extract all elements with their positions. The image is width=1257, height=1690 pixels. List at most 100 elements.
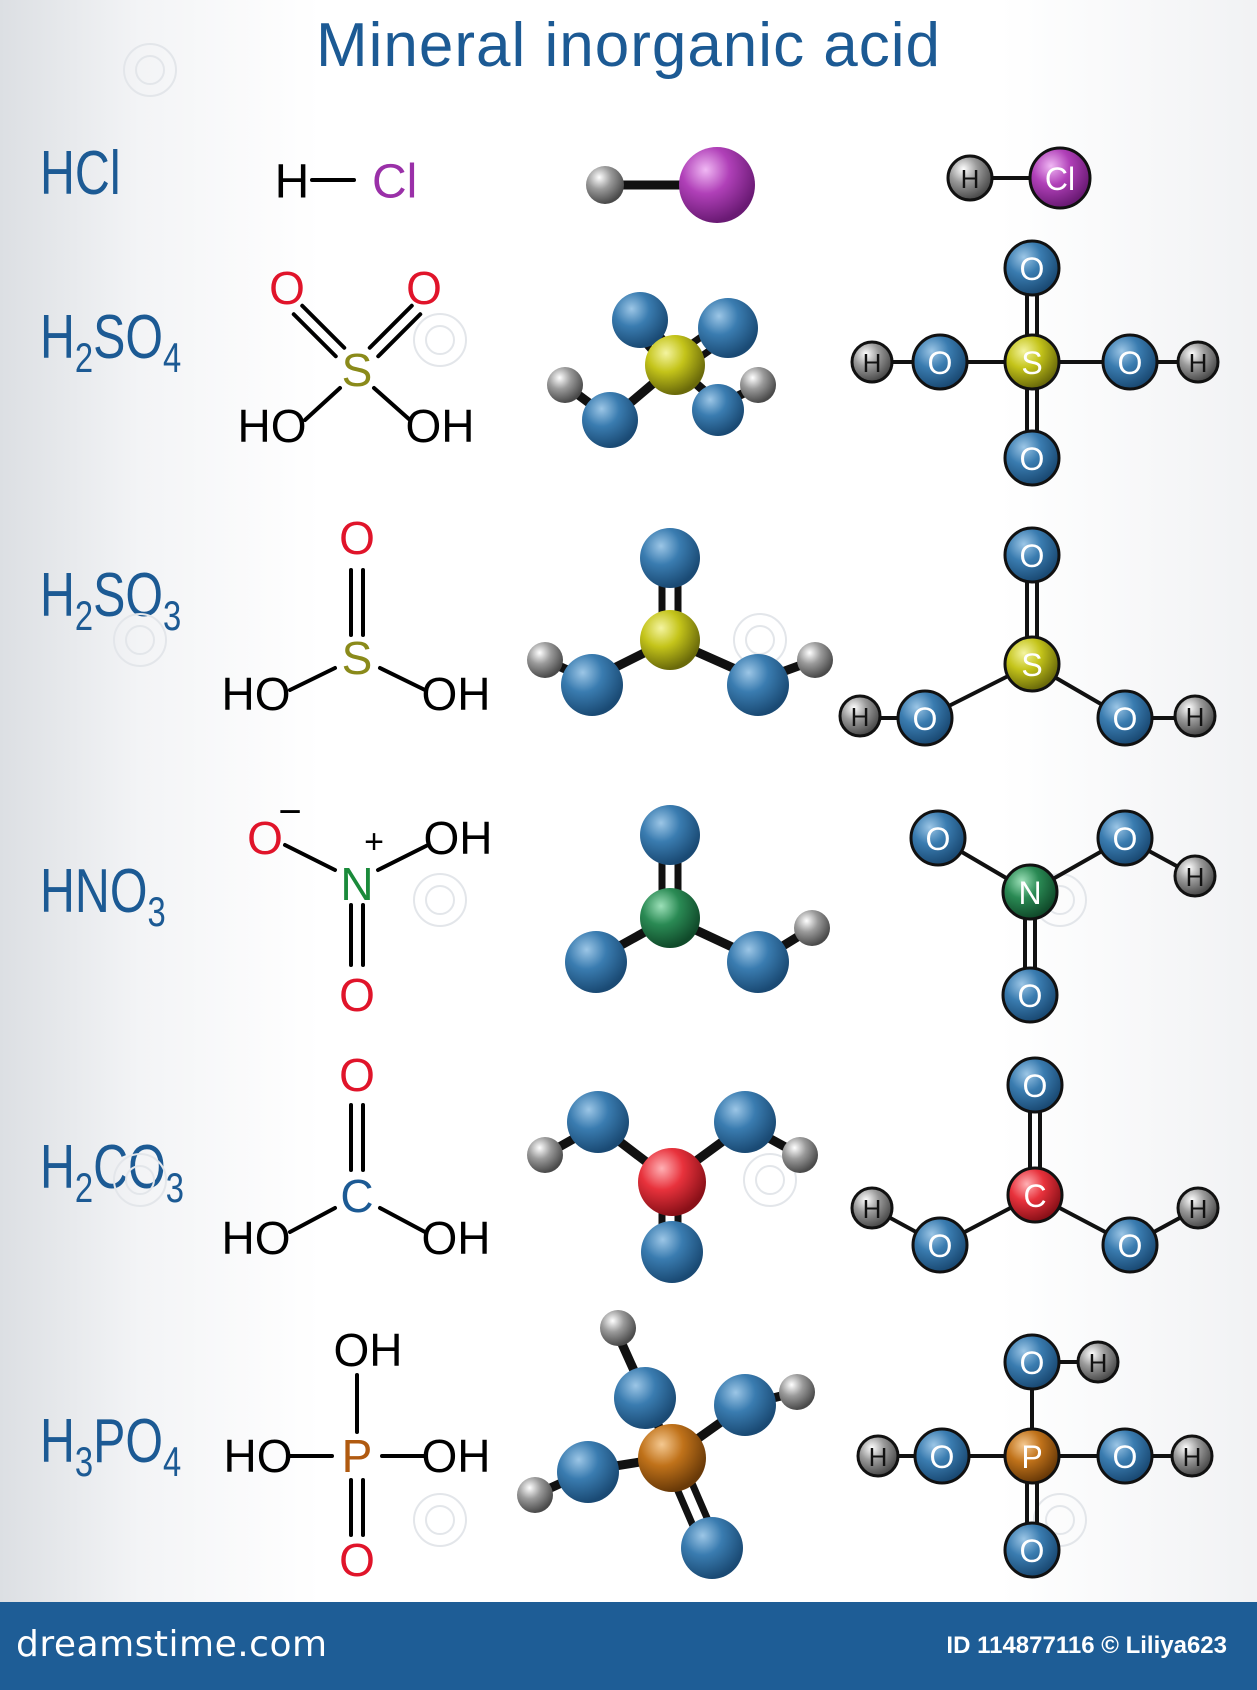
formula-hcl: HCl: [40, 139, 121, 208]
bond: [376, 843, 430, 872]
h-node: [1076, 1340, 1120, 1384]
o-node: [1003, 1333, 1061, 1391]
o-node: [911, 333, 969, 391]
skeletal-o: O: [339, 1049, 375, 1101]
h-label: H: [1183, 1442, 1202, 1472]
formula-h2so3: H2SO3: [40, 561, 182, 639]
o-atom-ball: [640, 805, 700, 865]
skeletal-oh: OH: [334, 1324, 403, 1376]
h-atom-ball: [517, 1477, 553, 1513]
o-atom-ball: [727, 654, 789, 716]
n-label: N: [1018, 875, 1041, 911]
double-bond: [376, 312, 423, 359]
watermark-spirals: [113, 43, 1087, 1547]
charge-plus: +: [364, 823, 384, 861]
h-atom-ball: [779, 1374, 815, 1410]
h-atom-ball: [600, 1310, 636, 1346]
skeletal-ho: HO: [222, 668, 291, 720]
h-node: [1173, 854, 1217, 898]
h-node: [850, 1186, 894, 1230]
skeletal-oh: OH: [406, 400, 475, 452]
o-node: [1096, 1427, 1154, 1485]
o-node: [911, 1216, 969, 1274]
h-label: H: [869, 1442, 888, 1472]
bond: [288, 666, 337, 692]
bond: [303, 386, 342, 422]
page-title: Mineral inorganic acid: [315, 11, 942, 80]
skeletal-p: P: [342, 1430, 373, 1482]
o-atom-ball: [561, 654, 623, 716]
o-node: [1101, 1216, 1159, 1274]
skeletal-s: S: [342, 344, 373, 396]
o-label: O: [1113, 821, 1138, 857]
o-label: O: [1020, 1345, 1045, 1381]
h-atom-ball: [527, 642, 563, 678]
o-label: O: [1020, 1533, 1045, 1569]
o-label: O: [1023, 1068, 1048, 1104]
h-node: [850, 340, 894, 384]
double-bond: [300, 303, 347, 350]
cl-label: Cl: [1045, 161, 1075, 197]
o-label: O: [1113, 1439, 1138, 1475]
skeletal-o: O: [269, 262, 305, 314]
skeletal-o: O: [339, 969, 375, 1021]
c-node: [1006, 1166, 1064, 1224]
o-label: O: [928, 345, 953, 381]
formula-h2so4: H2SO4: [40, 303, 182, 381]
double-bond: [291, 312, 338, 359]
skeletal-o: O: [247, 812, 283, 864]
h-label: H: [851, 702, 870, 732]
o-atom-ball: [714, 1374, 776, 1436]
h-atom-ball: [740, 367, 776, 403]
o-node: [1001, 966, 1059, 1024]
o-label: O: [913, 701, 938, 737]
o-node: [913, 1427, 971, 1485]
o-node: [1003, 429, 1061, 487]
formula-h3po4: H3PO4: [40, 1407, 182, 1485]
o-atom-ball: [614, 1367, 676, 1429]
h-atom-ball: [782, 1137, 818, 1173]
skeletal-oh: OH: [422, 1430, 491, 1482]
h-node: [1176, 340, 1220, 384]
o-node: [1003, 1521, 1061, 1579]
p-atom-ball: [638, 1424, 706, 1492]
h-label: H: [863, 1194, 882, 1224]
skeletal-oh: OH: [424, 812, 493, 864]
h-label: H: [1186, 702, 1205, 732]
o-label: O: [1118, 345, 1143, 381]
h-label: H: [1189, 348, 1208, 378]
o-node: [1096, 689, 1154, 747]
footer-bar: dreamstime.com ID 114877116 © Liliya623: [0, 1602, 1257, 1690]
skeletal-ho: HO: [224, 1430, 293, 1482]
o-node: [1006, 1056, 1064, 1114]
s-atom-ball: [640, 610, 700, 670]
h-node: [838, 694, 882, 738]
skeletal-h: H: [275, 156, 310, 209]
skeletal-ho: HO: [222, 1212, 291, 1264]
s-node: [1003, 333, 1061, 391]
dreamstime-logo[interactable]: dreamstime.com: [16, 1624, 328, 1665]
s-label: S: [1021, 647, 1042, 683]
o-atom-ball: [557, 1441, 619, 1503]
formula-hno3: HNO3: [40, 857, 166, 935]
o-atom-ball: [567, 1091, 629, 1153]
s-atom-ball: [645, 335, 705, 395]
cl-node: [1028, 146, 1092, 210]
o-atom-ball: [582, 392, 638, 448]
o-atom-ball: [727, 931, 789, 993]
c-label: C: [1023, 1178, 1046, 1214]
o-label: O: [1020, 251, 1045, 287]
o-atom-ball: [565, 931, 627, 993]
o-atom-ball: [612, 292, 668, 348]
skeletal-o: O: [339, 512, 375, 564]
h-node: [1176, 1186, 1220, 1230]
skeletal-c: C: [340, 1170, 373, 1222]
formula-h2co3: H2CO3: [40, 1133, 184, 1211]
h-label: H: [1186, 862, 1205, 892]
skeletal-cl: Cl: [372, 156, 417, 209]
h-atom-ball: [527, 1137, 563, 1173]
s-node: [1003, 635, 1061, 693]
o-label: O: [1020, 441, 1045, 477]
skeletal-oh: OH: [422, 1212, 491, 1264]
